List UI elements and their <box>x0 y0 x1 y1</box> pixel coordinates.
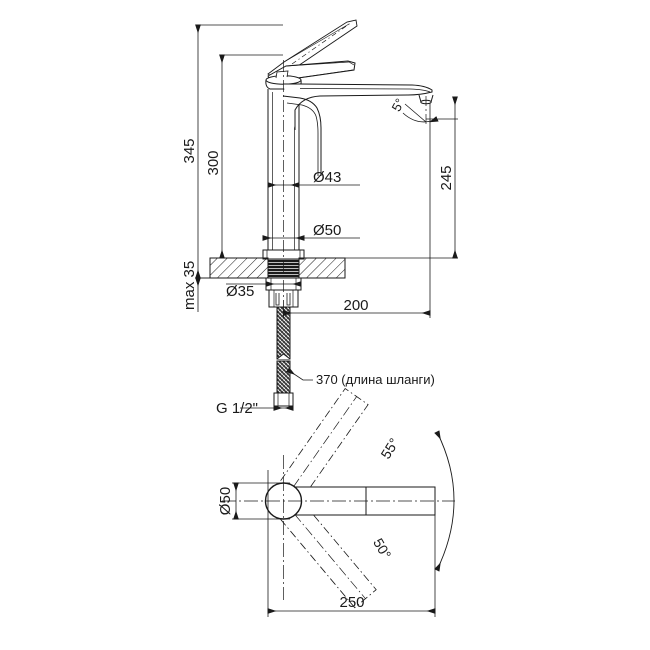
dimension-250 <box>267 470 436 617</box>
dimension-300 <box>219 54 283 259</box>
dimension-300-label: 300 <box>205 150 222 175</box>
faucet-plan-geometry <box>222 387 455 609</box>
dimension-50deg-label: 50° <box>370 535 394 561</box>
countertop-section <box>209 257 346 279</box>
dimension-200-label: 200 <box>343 297 368 314</box>
leader-hose-length <box>285 367 313 381</box>
dimension-max35 <box>195 277 210 312</box>
faucet-elevation-geometry <box>209 19 434 407</box>
dimension-345-label: 345 <box>181 138 198 163</box>
dimension-200 <box>283 103 431 318</box>
dimension-plan-d50 <box>232 482 290 520</box>
dimension-245-label: 245 <box>438 165 455 190</box>
dimension-d43-label: Ø43 <box>313 169 341 186</box>
dimension-d50-label: Ø50 <box>313 222 341 239</box>
dimension-250-label: 250 <box>339 594 364 611</box>
flexible-hose <box>273 306 294 407</box>
dimension-5deg-label: 5° <box>388 96 407 114</box>
spout-arm <box>282 83 434 176</box>
dimension-max35-label: max 35 <box>181 261 198 310</box>
dimension-55deg-label: 55° <box>377 435 402 461</box>
plan-dimensions: Ø50 55° 50° 250 <box>217 435 436 617</box>
elevation-dimensions: 345 300 max 35 Ø43 Ø50 <box>181 24 458 417</box>
dimension-angle-5deg <box>402 96 439 124</box>
dimension-d35-label: Ø35 <box>226 283 254 300</box>
hose-length-label: 370 (длина шланги) <box>316 372 435 387</box>
dimension-plan-d50-label: Ø50 <box>217 487 234 515</box>
swivel-arc <box>434 430 455 572</box>
thread-size-label: G 1/2" <box>216 400 258 417</box>
